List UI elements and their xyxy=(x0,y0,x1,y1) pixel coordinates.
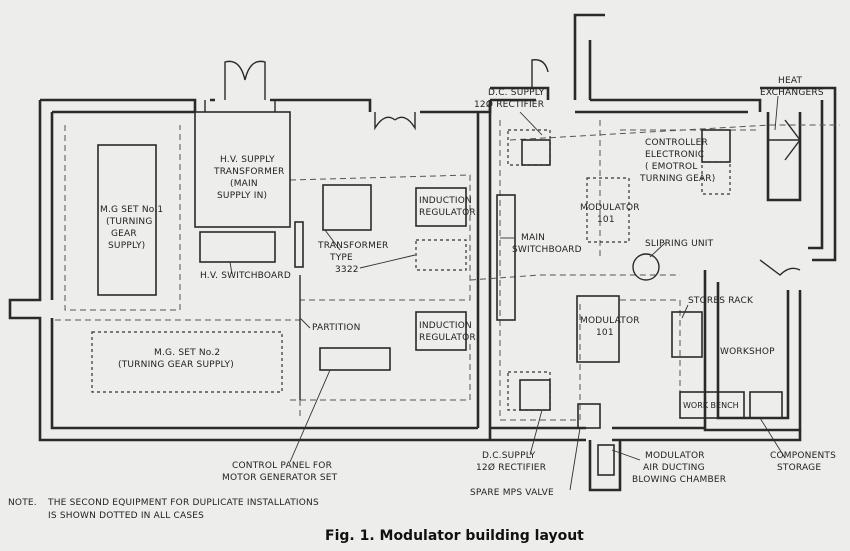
slipring-label: SLIPRING UNIT xyxy=(645,239,714,249)
controller-electronic-dotted xyxy=(701,161,731,195)
stores-rack-outline xyxy=(671,311,703,358)
mg-set-2-label-1: M.G. SET No.2 xyxy=(154,348,220,358)
transformer-3322-outline xyxy=(322,184,372,231)
top-right-door xyxy=(531,59,549,88)
components-label-1: COMPONENTS xyxy=(770,451,836,461)
hv-supply-label-2: TRANSFORMER xyxy=(213,167,284,177)
dc-supply-bottom-dotted xyxy=(507,371,551,411)
work-bench-outline xyxy=(679,391,745,419)
air-ducting-chamber-walls xyxy=(588,440,622,492)
mg-set-1-outline xyxy=(97,144,157,296)
mg-set-2-label-2: (TURNING GEAR SUPPLY) xyxy=(118,360,234,370)
note-prefix: NOTE. xyxy=(8,498,37,508)
mg-set-1-label-2: (TURNING xyxy=(106,217,153,227)
hv-supply-label-3: (MAIN xyxy=(230,179,258,189)
hv-supply-label-4: SUPPLY IN) xyxy=(217,191,267,201)
note-line-2: IS SHOWN DOTTED IN ALL CASES xyxy=(48,511,204,521)
induction-regulator-bottom-outline xyxy=(415,311,467,351)
induction-regulator-top-label-1: INDUCTION xyxy=(419,196,472,206)
transformer-label-2: TYPE xyxy=(329,253,353,263)
hv-switchboard-outline xyxy=(199,231,276,263)
air-ducting-chamber-unit xyxy=(597,444,615,476)
induction-regulator-top-label-2: REGULATOR xyxy=(419,208,476,218)
spare-mps-label: SPARE MPS VALVE xyxy=(470,488,554,498)
spare-mps-valve-outline xyxy=(577,403,601,429)
mg-set-2-outline xyxy=(91,331,283,393)
control-panel-label-2: MOTOR GENERATOR SET xyxy=(222,473,338,483)
modulator-top-label-1: MODULATOR xyxy=(580,203,640,213)
modulator-top-label-2: 101 xyxy=(597,215,615,225)
induction-regulator-bottom-label-1: INDUCTION xyxy=(419,321,472,331)
modulator-bottom-outline xyxy=(576,295,620,363)
transformer-label-1: TRANSFORMER xyxy=(317,241,388,251)
figure-caption: Fig. 1. Modulator building layout xyxy=(325,528,584,544)
heat-exchangers-label-1: HEAT xyxy=(778,76,803,86)
hv-supply-label-1: H.V. SUPPLY xyxy=(220,155,275,165)
hv-transformer-outline xyxy=(194,111,291,228)
main-switchboard-label-2: SWITCHBOARD xyxy=(512,245,582,255)
note-line-1: THE SECOND EQUIPMENT FOR DUPLICATE INSTA… xyxy=(47,498,319,508)
hv-switchboard-cabinet xyxy=(294,221,304,268)
mg-set-1-label-3: GEAR xyxy=(111,229,137,239)
mg-set-1-label-4: SUPPLY) xyxy=(108,241,145,251)
transformer-label-3: 3322 xyxy=(335,265,359,275)
main-switchboard-label-1: MAIN xyxy=(521,233,545,243)
dc-supply-bottom-label-1: D.C.SUPPLY xyxy=(482,451,536,461)
controller-label-4: TURNING GEAR) xyxy=(639,174,715,184)
components-storage-outline xyxy=(749,391,783,419)
left-building-walls xyxy=(8,98,492,442)
hv-switchboard-label: H.V. SWITCHBOARD xyxy=(200,271,291,281)
modulator-air-label-1: MODULATOR xyxy=(645,451,705,461)
control-panel-label-1: CONTROL PANEL FOR xyxy=(232,461,332,471)
heat-exchangers-label-2: EXCHANGERS xyxy=(760,88,824,98)
workshop-label: WORKSHOP xyxy=(720,347,775,357)
control-panel-outline xyxy=(319,347,391,371)
dc-supply-top-label-2: 12Ø RECTIFIER xyxy=(474,99,544,110)
dc-supply-top-dotted xyxy=(507,129,551,166)
mg-set-1-label-1: M.G SET No.1 xyxy=(100,205,163,215)
induction-regulator-bottom-label-2: REGULATOR xyxy=(419,333,476,343)
induction-regulator-top-outline xyxy=(415,187,467,227)
heat-exchanger-room xyxy=(759,112,802,276)
induction-regulator-dotted-outline xyxy=(415,239,467,271)
work-bench-label: WORK BENCH xyxy=(683,401,739,410)
modulator-bottom-label-1: MODULATOR xyxy=(580,316,640,326)
hv-entrance-doors xyxy=(204,60,416,131)
main-switchboard-outline xyxy=(496,194,516,321)
components-label-2: STORAGE xyxy=(777,463,821,473)
controller-label-1: CONTROLLER xyxy=(645,138,708,148)
stores-rack-label: STORES RACK xyxy=(688,296,754,306)
modulator-air-label-2: AIR DUCTING xyxy=(643,463,705,473)
modulator-air-label-3: BLOWING CHAMBER xyxy=(632,475,726,485)
right-building-walls xyxy=(490,13,837,442)
dc-supply-bottom-label-2: 12Ø RECTIFIER xyxy=(476,462,546,473)
partition-label: PARTITION xyxy=(312,323,361,333)
dc-supply-bottom-unit xyxy=(519,379,551,411)
dc-supply-top-unit xyxy=(521,139,551,166)
modulator-bottom-label-2: 101 xyxy=(596,328,614,338)
controller-label-3: ( EMOTROL xyxy=(645,162,698,172)
controller-label-2: ELECTRONIC xyxy=(645,150,704,160)
modulator-top-dotted xyxy=(586,177,630,243)
leader-lines xyxy=(229,95,786,491)
dc-supply-top-label-1: D.C. SUPPLY xyxy=(488,88,545,98)
slipring-unit-symbol xyxy=(632,253,660,281)
